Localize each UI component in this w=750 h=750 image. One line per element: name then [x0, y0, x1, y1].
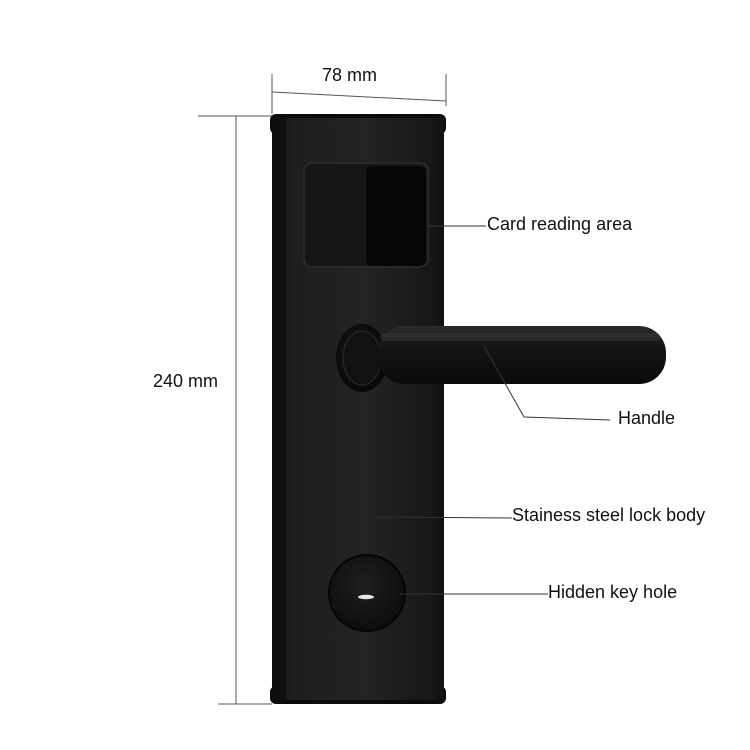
key-hole-cover: [328, 554, 406, 632]
leader-body: [377, 516, 513, 519]
callout-card-reading-area: Card reading area: [487, 214, 633, 234]
width-dimension-label: 78 mm: [322, 65, 378, 85]
key-slot-icon: [358, 594, 374, 600]
callout-handle: Handle: [618, 408, 676, 428]
callout-lock-body: Stainess steel lock body: [512, 505, 706, 525]
leader-lines: [377, 225, 611, 595]
card-reading-window: [303, 162, 429, 268]
leader-handle: [483, 345, 611, 421]
width-dimension: [271, 74, 447, 114]
height-dimension: [198, 115, 272, 705]
callout-key-hole: Hidden key hole: [548, 582, 678, 602]
handle: [336, 324, 666, 392]
height-dimension-label: 240 mm: [153, 371, 219, 391]
